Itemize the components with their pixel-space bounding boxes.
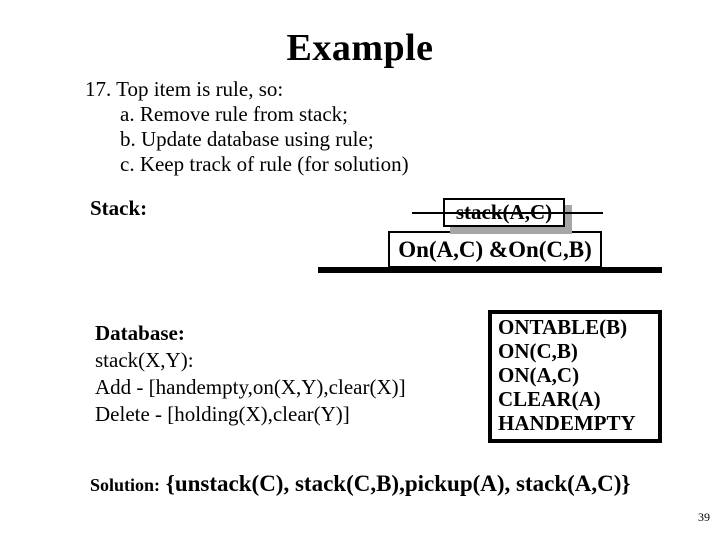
table-base-line — [318, 267, 662, 273]
step-item: a. Remove rule from stack; — [120, 102, 349, 126]
step-item: c. Keep track of rule (for solution) — [120, 152, 409, 176]
fact-item: ON(A,C) — [498, 363, 580, 387]
stack-label: Stack: — [90, 196, 148, 220]
database-block: Database: stack(X,Y): Add - [handempty,o… — [95, 320, 406, 428]
database-delete-line: Delete - [holding(X),clear(Y)] — [95, 402, 350, 426]
step-item: b. Update database using rule; — [120, 127, 374, 151]
page-number: 39 — [698, 510, 710, 524]
solution-value: {unstack(C), stack(C,B),pickup(A), stack… — [160, 471, 631, 496]
fact-item: HANDEMPTY — [498, 411, 636, 435]
database-add-line: Add - [handempty,on(X,Y),clear(X)] — [95, 375, 406, 399]
fact-item: ONTABLE(B) — [498, 315, 628, 339]
database-rule-name: stack(X,Y): — [95, 348, 194, 372]
steps-block: 17. Top item is rule, so: a. Remove rule… — [85, 77, 409, 177]
steps-heading: 17. Top item is rule, so: — [85, 77, 284, 101]
goal-box: On(A,C) &On(C,B) — [388, 231, 602, 268]
fact-item: ON(C,B) — [498, 339, 578, 363]
solution-label: Solution: — [90, 475, 161, 495]
slide-title: Example — [286, 27, 434, 69]
goal-text: On(A,C) &On(C,B) — [398, 236, 592, 262]
solution-line: Solution: {unstack(C), stack(C,B),pickup… — [90, 471, 631, 497]
strikethrough-line — [412, 212, 603, 214]
fact-item: CLEAR(A) — [498, 387, 601, 411]
database-facts-box: ONTABLE(B) ON(C,B) ON(A,C) CLEAR(A) HAND… — [488, 310, 662, 443]
database-label: Database: — [95, 321, 185, 345]
